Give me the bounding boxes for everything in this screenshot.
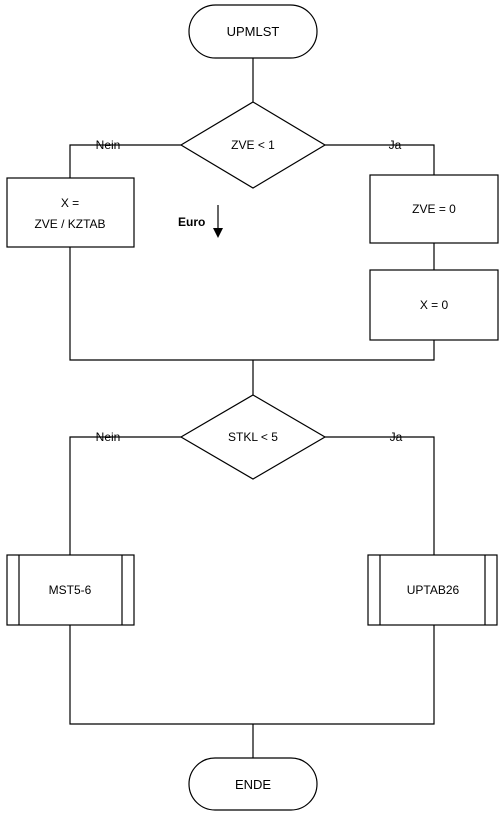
decision2-yes-label: Ja bbox=[390, 430, 403, 444]
process-yes1a-label: ZVE = 0 bbox=[412, 202, 456, 216]
end-label: ENDE bbox=[235, 777, 271, 792]
subprocess-mst5-6: MST5-6 bbox=[6, 554, 135, 626]
process-x-equals-zero: X = 0 bbox=[369, 269, 499, 341]
decision1-condition: ZVE < 1 bbox=[231, 138, 275, 152]
process-zve-equals-zero: ZVE = 0 bbox=[369, 174, 499, 244]
decision1-yes-label: Ja bbox=[389, 138, 402, 152]
decision-stkl: STKL < 5 bbox=[179, 394, 327, 480]
decision1-no-label: Nein bbox=[96, 138, 121, 152]
subprocess-yes2-label: UPTAB26 bbox=[407, 583, 460, 597]
process-no1-line2: ZVE / KZTAB bbox=[34, 217, 105, 231]
connector-lines bbox=[69, 58, 435, 758]
arrowhead-icon bbox=[213, 228, 223, 238]
process-no1-line1: X = bbox=[61, 196, 79, 210]
decision-zve: ZVE < 1 bbox=[179, 101, 327, 189]
process-x-equals-zve-kztab: X = ZVE / KZTAB bbox=[6, 177, 135, 248]
end-terminal: ENDE bbox=[188, 757, 318, 811]
euro-label: Euro bbox=[178, 215, 205, 229]
start-terminal: UPMLST bbox=[188, 4, 318, 59]
process-yes1b-label: X = 0 bbox=[420, 298, 449, 312]
subprocess-uptab26: UPTAB26 bbox=[367, 554, 498, 626]
euro-annotation: Euro bbox=[178, 205, 223, 238]
start-label: UPMLST bbox=[227, 24, 280, 39]
decision2-condition: STKL < 5 bbox=[228, 430, 278, 444]
subprocess-no2-label: MST5-6 bbox=[49, 583, 92, 597]
decision2-no-label: Nein bbox=[96, 430, 121, 444]
